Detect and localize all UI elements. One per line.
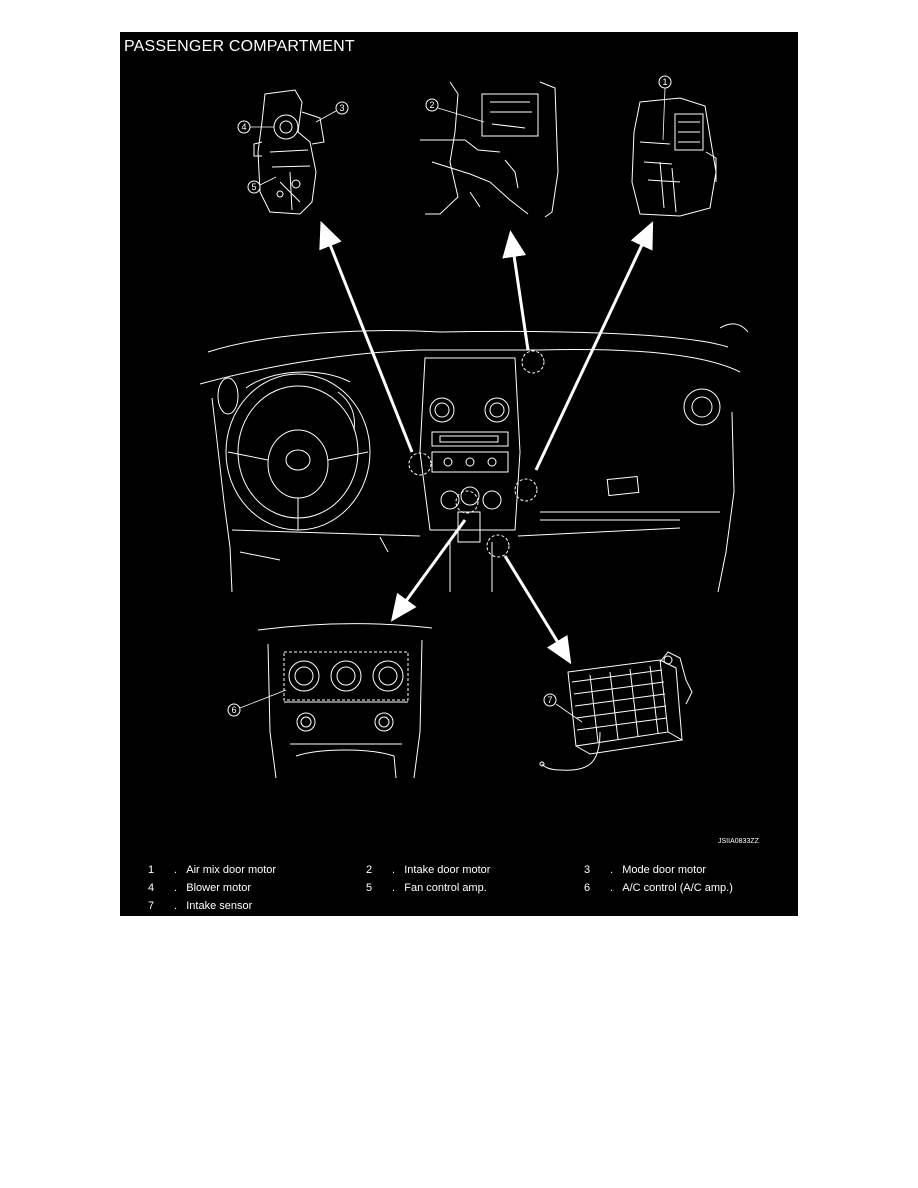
pointer-arrows	[319, 220, 654, 665]
callout-2-marker: 2	[425, 98, 485, 123]
svg-text:7: 7	[547, 695, 552, 705]
callout-3-marker: 3	[315, 101, 349, 123]
callout-legend: 1. Air mix door motor 2. Intake door mot…	[120, 860, 798, 916]
callout-5-marker: 5	[247, 176, 277, 194]
detail-ac-control	[257, 623, 433, 779]
detail-intake-door	[420, 81, 559, 218]
callout-6-marker: 6	[227, 689, 287, 717]
svg-text:3: 3	[339, 103, 344, 113]
compartment-drawing: 3 4 5 2	[199, 75, 749, 779]
legend-item-5: 5. Fan control amp.	[366, 882, 487, 894]
legend-item-7: 7. Intake sensor	[148, 900, 253, 912]
callout-1-marker: 1	[658, 75, 672, 141]
svg-text:2: 2	[429, 100, 434, 110]
legend-item-4: 4. Blower motor	[148, 882, 252, 894]
detail-air-mix	[631, 97, 717, 217]
legend-item-3: 3. Mode door motor	[584, 864, 706, 876]
svg-text:5: 5	[251, 182, 256, 192]
legend-item-1: 1. Air mix door motor	[148, 864, 277, 876]
legend-item-6: 6. A/C control (A/C amp.)	[584, 882, 733, 894]
detail-blower-unit	[253, 89, 325, 215]
figure-code: JSIIA0833ZZ	[718, 838, 759, 845]
dashboard-view	[199, 323, 749, 593]
legend-item-2: 2. Intake door motor	[366, 864, 491, 876]
callout-4-marker: 4	[237, 120, 274, 134]
diagram-title: PASSENGER COMPARTMENT	[124, 38, 355, 55]
callout-7-marker: 7	[543, 693, 583, 723]
diagram-figure: PASSENGER COMPARTMENT 3 4	[120, 32, 798, 916]
svg-text:1: 1	[662, 77, 667, 87]
svg-text:6: 6	[231, 705, 236, 715]
svg-text:4: 4	[241, 122, 246, 132]
detail-intake-sensor	[539, 651, 693, 771]
